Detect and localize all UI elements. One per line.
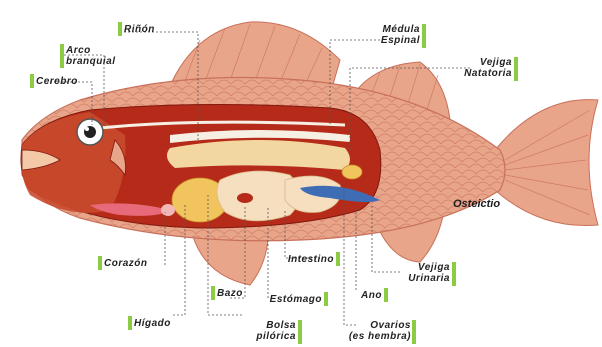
diagram-title: Osteictio (453, 198, 500, 210)
ovaries (342, 165, 362, 179)
label-bazo: Bazo (217, 288, 243, 299)
label-intestino: Intestino (280, 254, 334, 265)
label-arco-branquial: Arco branquial (66, 45, 116, 67)
label-vejiga-natatoria: Vejiga Natatoria (452, 57, 512, 79)
label-ano: Ano (356, 290, 382, 301)
label-bolsa-pilorica: Bolsa pilórica (246, 320, 296, 342)
label-rinon: Riñón (124, 24, 155, 35)
label-medula-espinal: Médula Espinal (372, 24, 420, 46)
tail-fin (495, 100, 598, 226)
spleen (237, 193, 253, 203)
label-cerebro: Cerebro (36, 76, 78, 87)
label-vejiga-urinaria: Vejiga Urinaria (394, 262, 450, 284)
label-ovarios: Ovarios (es hembra) (345, 320, 411, 342)
label-corazon: Corazón (104, 258, 148, 269)
label-higado: Hígado (134, 318, 171, 329)
label-estomago: Estómago (266, 294, 322, 305)
